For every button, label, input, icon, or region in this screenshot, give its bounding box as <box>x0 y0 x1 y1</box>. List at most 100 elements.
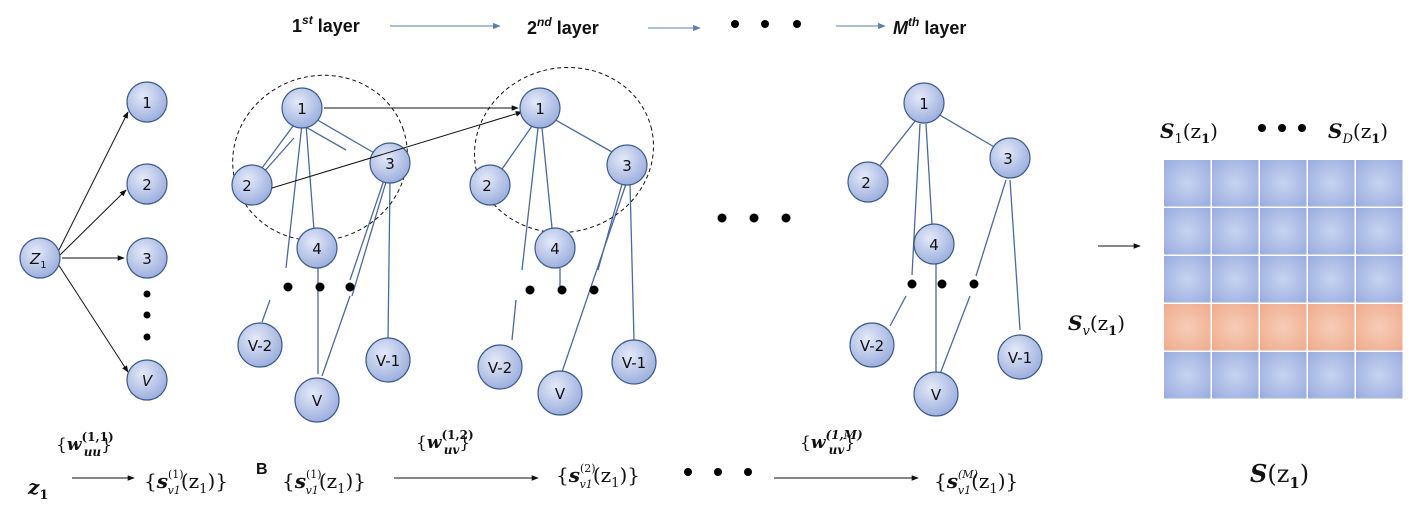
layer1-node-2: 2 <box>231 164 273 206</box>
middle-ellipsis <box>717 213 791 223</box>
bottom-s1-first: {s(1)v1(z1)} <box>144 468 228 497</box>
matrix-cell <box>1212 352 1259 399</box>
svg-text:1: 1 <box>142 94 152 112</box>
svg-text:1: 1 <box>919 95 929 113</box>
layerM-node-v1: V-1 <box>997 334 1043 380</box>
svg-text:Z1: Z1 <box>29 250 47 271</box>
matrix-cell-highlight <box>1308 304 1355 351</box>
fanout-node-2: 2 <box>126 163 168 205</box>
output-matrix <box>1164 160 1403 399</box>
layerM-ellipsis <box>907 279 979 289</box>
layerM-node-2: 2 <box>847 161 889 203</box>
layer-label-first: 1st layer <box>292 13 360 36</box>
matrix-cell <box>1260 256 1307 303</box>
svg-text:3: 3 <box>622 157 632 175</box>
svg-text:V-2: V-2 <box>248 337 272 355</box>
svg-text:2: 2 <box>482 177 492 195</box>
bottom-b-label: B <box>256 461 268 478</box>
fanout-node-1: 1 <box>126 81 168 123</box>
matrix-row-label: Sv(z1) <box>1068 311 1125 339</box>
matrix-cell <box>1308 208 1355 255</box>
matrix-cell-highlight <box>1356 304 1403 351</box>
cross-arrow-2-1 <box>271 111 523 189</box>
layer2-node-v1: V-1 <box>611 339 657 385</box>
svg-text:3: 3 <box>142 250 152 268</box>
layer-ellipsis <box>731 20 801 28</box>
fanout-node-3: 3 <box>126 237 168 279</box>
matrix-cell <box>1164 256 1211 303</box>
svg-text:2: 2 <box>242 177 252 195</box>
matrix-cell <box>1164 160 1211 207</box>
matrix-cell <box>1308 160 1355 207</box>
matrix-cell <box>1356 256 1403 303</box>
svg-text:4: 4 <box>550 240 560 258</box>
layerM-node-1: 1 <box>903 82 945 124</box>
matrix-cell <box>1308 352 1355 399</box>
layer2-node-v: V <box>537 370 583 416</box>
matrix-cell <box>1356 208 1403 255</box>
matrix-cell <box>1308 256 1355 303</box>
svg-text:1: 1 <box>535 100 545 118</box>
bottom-sM: {s(M)v1(z1)} <box>934 468 1018 497</box>
matrix-cell <box>1260 352 1307 399</box>
layer2-node-1: 1 <box>519 87 561 129</box>
matrix-caption: S(z1) <box>1250 459 1309 492</box>
matrix-cell <box>1260 208 1307 255</box>
layer1-graph: 1 2 3 4 V-2 V V-1 <box>231 74 411 423</box>
layer2-ellipsis <box>525 285 599 295</box>
bottom-w1M: {w(1,M)uv} <box>800 428 863 457</box>
matrix-cell <box>1212 208 1259 255</box>
svg-text:V-2: V-2 <box>488 359 512 377</box>
matrix-cell <box>1164 208 1211 255</box>
layer1-node-3: 3 <box>369 142 411 184</box>
layerM-edges <box>877 113 1021 375</box>
fanout-edges <box>57 111 129 373</box>
layer2-node-2: 2 <box>469 164 511 206</box>
matrix-cell-highlight <box>1260 304 1307 351</box>
svg-text:V-1: V-1 <box>1008 349 1032 367</box>
layer1-node-v1: V-1 <box>365 337 411 383</box>
matrix-cell-highlight <box>1164 304 1211 351</box>
svg-text:1: 1 <box>297 100 307 118</box>
layerM-node-4: 4 <box>913 223 955 265</box>
layer-label-mth: Mth layer <box>893 15 966 38</box>
input-node-z1: Z1 <box>19 237 61 279</box>
svg-text:4: 4 <box>929 236 939 254</box>
matrix-cell <box>1164 352 1211 399</box>
svg-text:4: 4 <box>312 240 322 258</box>
layer2-graph: 1 2 3 4 V-2 V V-1 <box>469 66 657 416</box>
svg-text:V-1: V-1 <box>622 354 646 372</box>
matrix-cell <box>1212 256 1259 303</box>
layer2-node-3: 3 <box>606 144 648 186</box>
matrix-cell <box>1356 160 1403 207</box>
matrix-header-ellipsis <box>1258 124 1306 132</box>
svg-text:3: 3 <box>1003 150 1013 168</box>
svg-text:V-2: V-2 <box>860 337 884 355</box>
bottom-ellipsis <box>684 468 752 476</box>
bottom-s2: {s(2)v1(z1)} <box>556 462 640 491</box>
svg-text:V: V <box>931 386 942 404</box>
matrix-header-right: SD(z1) <box>1328 119 1388 147</box>
svg-text:2: 2 <box>142 176 152 194</box>
matrix-cell-highlight <box>1212 304 1259 351</box>
layerM-node-3: 3 <box>989 137 1031 179</box>
svg-text:V: V <box>142 372 154 390</box>
bottom-z1: z1 <box>27 475 48 503</box>
layer-label-second: 2nd layer <box>527 15 599 38</box>
layer1-node-1: 1 <box>281 87 323 129</box>
matrix-cell <box>1260 160 1307 207</box>
svg-text:V: V <box>555 385 566 403</box>
layerM-node-v: V <box>913 371 959 417</box>
layer2-node-4: 4 <box>534 227 576 269</box>
svg-text:V-1: V-1 <box>376 352 400 370</box>
layer1-node-4: 4 <box>296 227 338 269</box>
matrix-cell <box>1212 160 1259 207</box>
layer2-node-v2: V-2 <box>477 344 523 390</box>
layerM-graph: 1 2 3 4 V-2 V V-1 <box>847 82 1043 417</box>
matrix-header-left: S1(z1) <box>1160 119 1218 147</box>
layer1-ellipsis <box>283 282 355 292</box>
layer1-node-v2: V-2 <box>237 322 283 368</box>
fanout-node-v: V <box>126 359 168 401</box>
matrix-cell <box>1356 352 1403 399</box>
